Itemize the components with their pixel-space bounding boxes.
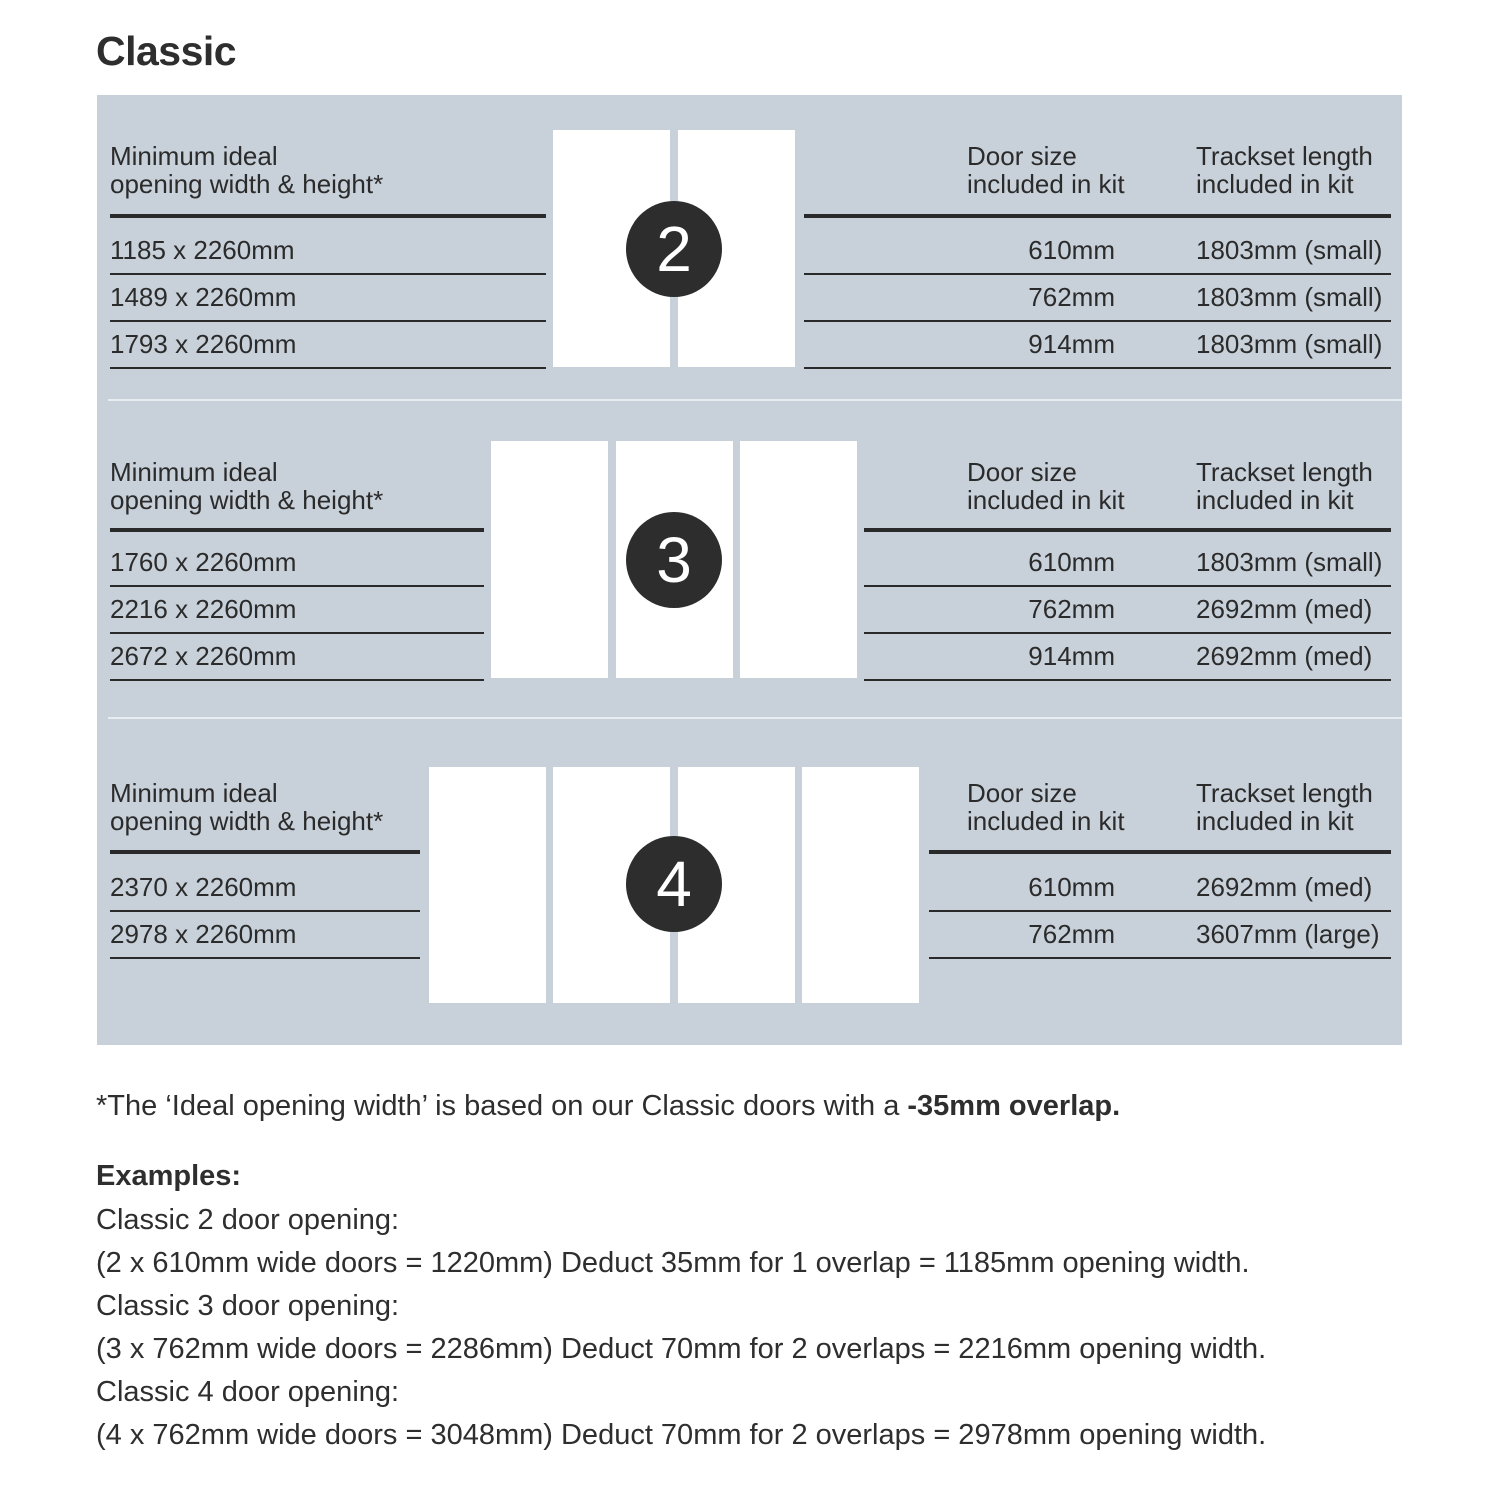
example-line: (2 x 610mm wide doors = 1220mm) Deduct 3…: [96, 1247, 1250, 1279]
row-rule: [804, 320, 1391, 322]
door-panel: [802, 767, 919, 1003]
page-title: Classic: [96, 28, 237, 74]
header-rule: [864, 528, 1391, 532]
trackset-length-cell: 1803mm (small): [1196, 235, 1383, 265]
header-line: opening width & height*: [110, 806, 384, 836]
examples-heading: Examples:: [96, 1160, 242, 1192]
door-panel: [429, 767, 546, 1003]
trackset-length-cell: 1803mm (small): [1196, 547, 1383, 577]
door-size-cell: 762mm: [1028, 282, 1115, 312]
door-size-cell: 914mm: [1028, 641, 1115, 671]
footnote-emphasis: -35mm overlap.: [907, 1090, 1121, 1122]
door-size-cell: 914mm: [1028, 329, 1115, 359]
example-line: (4 x 762mm wide doors = 3048mm) Deduct 7…: [96, 1419, 1267, 1451]
door-size-cell: 610mm: [1028, 872, 1115, 902]
row-rule: [110, 910, 420, 912]
trackset-length-cell: 1803mm (small): [1196, 282, 1383, 312]
door-count-badge: 2: [626, 201, 722, 297]
opening-size-cell: 2672 x 2260mm: [110, 641, 297, 671]
header-line: Trackset length: [1196, 457, 1373, 487]
header-line: included in kit: [1196, 806, 1354, 836]
row-rule: [110, 320, 546, 322]
header-line: included in kit: [967, 169, 1125, 199]
door-size-cell: 762mm: [1028, 919, 1115, 949]
header-line: included in kit: [1196, 169, 1354, 199]
trackset-length-cell: 3607mm (large): [1196, 919, 1380, 949]
row-rule: [110, 679, 484, 681]
header-line: opening width & height*: [110, 485, 384, 515]
header-line: included in kit: [967, 806, 1125, 836]
header-rule: [110, 850, 420, 854]
header-line: included in kit: [967, 485, 1125, 515]
row-rule: [864, 585, 1391, 587]
header-line: Minimum ideal: [110, 457, 278, 487]
header-line: Trackset length: [1196, 141, 1373, 171]
trackset-length-cell: 2692mm (med): [1196, 594, 1373, 624]
door-count-badge: 4: [626, 836, 722, 932]
row-rule: [804, 367, 1391, 369]
header-line: Minimum ideal: [110, 778, 278, 808]
section-divider: [108, 717, 1402, 719]
opening-size-cell: 1185 x 2260mm: [110, 235, 295, 265]
header-line: Door size: [967, 457, 1077, 487]
opening-size-cell: 2370 x 2260mm: [110, 872, 297, 902]
footnote: *The ‘Ideal opening width’ is based on o…: [96, 1090, 1120, 1122]
row-rule: [110, 585, 484, 587]
row-rule: [929, 910, 1391, 912]
trackset-length-cell: 2692mm (med): [1196, 872, 1373, 902]
header-line: opening width & height*: [110, 169, 384, 199]
door-size-cell: 762mm: [1028, 594, 1115, 624]
door-size-cell: 610mm: [1028, 235, 1115, 265]
door-panel: [740, 441, 857, 678]
header-rule: [804, 214, 1391, 218]
row-rule: [864, 632, 1391, 634]
trackset-length-cell: 2692mm (med): [1196, 641, 1373, 671]
example-line: Classic 3 door opening:: [96, 1290, 400, 1322]
row-rule: [110, 632, 484, 634]
example-line: Classic 2 door opening:: [96, 1204, 400, 1236]
header-rule: [110, 528, 484, 532]
header-line: Trackset length: [1196, 778, 1373, 808]
opening-size-cell: 1760 x 2260mm: [110, 547, 297, 577]
row-rule: [110, 957, 420, 959]
row-rule: [929, 957, 1391, 959]
header-rule: [110, 214, 546, 218]
header-line: Door size: [967, 778, 1077, 808]
door-size-cell: 610mm: [1028, 547, 1115, 577]
footnote-text: *The ‘Ideal opening width’ is based on o…: [96, 1090, 908, 1122]
opening-size-cell: 2216 x 2260mm: [110, 594, 297, 624]
header-line: included in kit: [1196, 485, 1354, 515]
row-rule: [110, 273, 546, 275]
opening-size-cell: 1489 x 2260mm: [110, 282, 297, 312]
row-rule: [110, 367, 546, 369]
trackset-length-cell: 1803mm (small): [1196, 329, 1383, 359]
header-line: Door size: [967, 141, 1077, 171]
door-count-badge: 3: [626, 512, 722, 608]
section-divider: [108, 399, 1402, 401]
row-rule: [804, 273, 1391, 275]
header-line: Minimum ideal: [110, 141, 278, 171]
row-rule: [864, 679, 1391, 681]
example-line: Classic 4 door opening:: [96, 1376, 400, 1408]
header-rule: [929, 850, 1391, 854]
opening-size-cell: 1793 x 2260mm: [110, 329, 297, 359]
door-panel: [491, 441, 608, 678]
example-line: (3 x 762mm wide doors = 2286mm) Deduct 7…: [96, 1333, 1267, 1365]
opening-size-cell: 2978 x 2260mm: [110, 919, 297, 949]
